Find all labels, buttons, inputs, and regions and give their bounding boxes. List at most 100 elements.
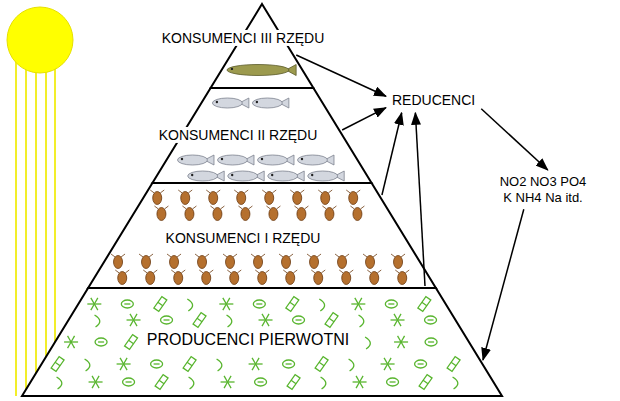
alga — [365, 337, 370, 349]
zooplankton — [227, 270, 241, 285]
level-label: KONSUMENCI I RZĘDU — [163, 230, 324, 246]
roach-eye — [191, 174, 193, 176]
alga-crescent — [95, 315, 100, 327]
zooplankton-body — [297, 208, 306, 221]
alga — [349, 359, 354, 371]
alga — [415, 360, 427, 368]
alga-line — [319, 362, 324, 365]
zooplankton-antenna — [210, 206, 224, 209]
zooplankton-body — [157, 208, 166, 221]
decomposer-label: REDUCENCI — [392, 92, 475, 109]
zooplankton-antenna — [150, 190, 164, 193]
zooplankton-antenna — [171, 270, 185, 273]
roach-body — [308, 171, 338, 181]
alga-arm — [124, 364, 128, 370]
alga-line — [124, 303, 130, 304]
zooplankton — [367, 270, 381, 285]
alga-line — [256, 303, 262, 304]
zooplankton — [322, 206, 336, 221]
zooplankton-body — [230, 272, 239, 285]
roach-eye — [181, 158, 183, 160]
zooplankton — [154, 206, 168, 221]
alga — [419, 375, 432, 390]
alga-arm — [249, 363, 256, 364]
alga-cell — [123, 378, 135, 386]
alga-arm — [224, 382, 228, 388]
alga-arm — [388, 364, 392, 370]
alga-arm — [356, 376, 360, 382]
flow-arrow — [415, 113, 425, 286]
zooplankton-body — [325, 208, 334, 221]
alga-line — [329, 318, 334, 321]
alga-arm — [228, 376, 232, 382]
alga-arm — [358, 303, 365, 304]
alga-arm — [401, 342, 405, 348]
zooplankton-antenna — [311, 270, 325, 273]
alga-arm — [355, 298, 359, 304]
roach-eye — [311, 174, 313, 176]
zooplankton-antenna — [154, 206, 168, 209]
zooplankton-antenna — [318, 190, 332, 193]
zooplankton-body — [254, 256, 263, 269]
alga-arm — [259, 319, 266, 320]
zooplankton-body — [185, 208, 194, 221]
alga — [117, 358, 131, 370]
alga — [283, 360, 295, 368]
alga — [217, 359, 222, 371]
zooplankton — [283, 270, 297, 285]
alga — [95, 338, 107, 346]
zooplankton-body — [226, 256, 235, 269]
level-border — [152, 88, 371, 183]
alga-arm — [353, 381, 360, 382]
alga-crescent — [321, 377, 326, 389]
alga — [57, 377, 62, 389]
alga-arm — [360, 381, 367, 382]
alga-arm — [96, 381, 103, 382]
flow-arrow — [481, 109, 548, 170]
alga-arm — [228, 381, 235, 382]
alga-cell — [385, 300, 397, 308]
alga-arm — [94, 298, 98, 304]
alga-arm — [398, 314, 402, 320]
alga-cell — [425, 316, 437, 324]
alga-arm — [87, 303, 94, 304]
zooplankton-body — [153, 192, 162, 205]
roach-eye — [256, 101, 258, 103]
zooplankton-antenna — [195, 254, 209, 257]
alga-arm — [130, 320, 134, 326]
alga-arm — [134, 319, 141, 320]
roach-eye — [216, 101, 218, 103]
alga-arm — [398, 336, 402, 342]
roach-body — [252, 98, 282, 108]
alga — [64, 336, 78, 348]
text-box: REDUCENCI — [388, 90, 479, 111]
alga — [387, 378, 399, 386]
alga-cell — [161, 316, 173, 324]
alga — [227, 315, 232, 327]
alga-arm — [266, 314, 270, 320]
alga-crescent — [319, 299, 324, 311]
alga — [325, 313, 338, 328]
alga-line — [187, 362, 192, 365]
roach — [252, 98, 289, 108]
zooplankton-antenna — [255, 270, 269, 273]
alga-cell — [387, 378, 399, 386]
alga-arm — [71, 336, 75, 342]
level-border — [88, 183, 436, 288]
zooplankton-antenna — [363, 254, 377, 257]
zooplankton-antenna — [139, 254, 153, 257]
alga-arm — [224, 376, 228, 382]
alga-chain — [125, 335, 138, 350]
alga-arm — [355, 304, 359, 310]
alga-arm — [124, 358, 128, 364]
pyramid-level: PRODUCENCI PIERWOTNI — [22, 288, 502, 396]
alga-arm — [388, 358, 392, 364]
alga-arm — [360, 382, 364, 388]
alga-arm — [117, 363, 124, 364]
alga — [425, 316, 437, 324]
zooplankton-body — [314, 272, 323, 285]
sun-ray — [45, 50, 47, 396]
alga-arm — [394, 314, 398, 320]
alga-line — [55, 362, 60, 365]
alga-arm — [96, 382, 100, 388]
